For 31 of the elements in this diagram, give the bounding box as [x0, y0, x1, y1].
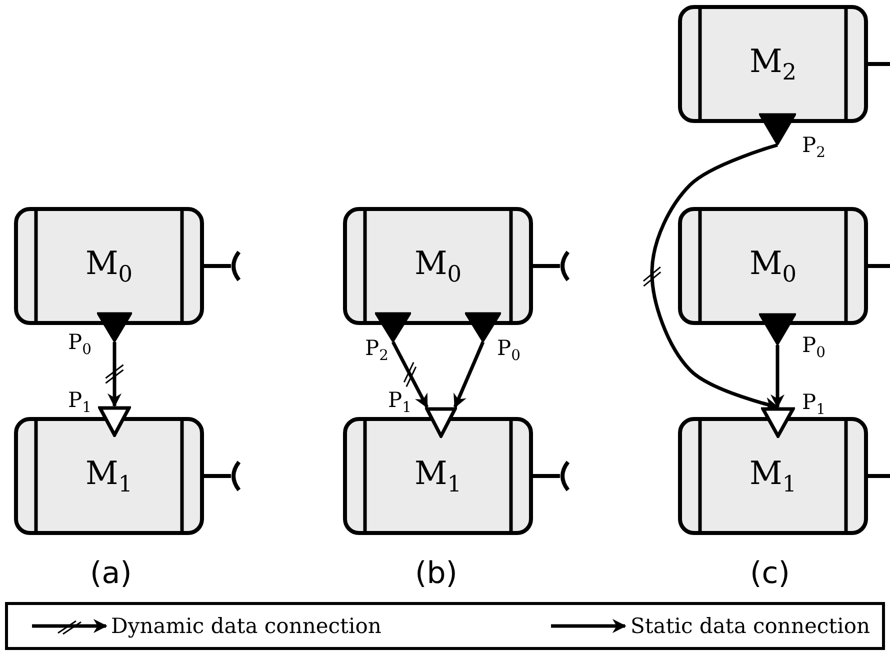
module-box — [678, 417, 868, 535]
port-label: P$_{0}$ — [497, 338, 520, 364]
port-label: P$_{1}$ — [388, 390, 412, 416]
port-label: P$_{2}$ — [365, 338, 388, 364]
module-name: M$_{0}$ — [85, 244, 132, 288]
port-label: P$_{1}$ — [802, 392, 826, 418]
module-name: M$_{0}$ — [414, 244, 462, 288]
port-label: P$_{0}$ — [802, 335, 826, 361]
module-box — [343, 417, 533, 535]
panel-label: (b) — [415, 556, 458, 591]
port-label: P$_{2}$ — [802, 135, 826, 161]
module-box — [14, 207, 204, 325]
panel-label: (a) — [90, 556, 132, 591]
module-box — [14, 417, 204, 535]
legend-text: Dynamic data connection — [111, 614, 382, 638]
module-name: M$_{1}$ — [414, 454, 462, 498]
static-connection-arrow — [453, 341, 485, 408]
port-label: P$_{0}$ — [68, 332, 92, 358]
module-name: M$_{2}$ — [749, 42, 796, 86]
legend-text: Static data connection — [630, 614, 870, 638]
module-box — [678, 207, 868, 325]
module-name: M$_{1}$ — [749, 454, 796, 498]
static-connection-arrow — [770, 345, 784, 408]
port-label: P$_{1}$ — [68, 390, 92, 416]
panel-label: (c) — [750, 556, 790, 591]
dynamic-connection-arrow — [108, 342, 122, 408]
module-name: M$_{0}$ — [749, 244, 796, 288]
dynamic-connection-arrow — [391, 341, 429, 408]
module-name: M$_{1}$ — [85, 454, 132, 498]
module-box — [678, 5, 868, 123]
module-box — [343, 207, 533, 325]
